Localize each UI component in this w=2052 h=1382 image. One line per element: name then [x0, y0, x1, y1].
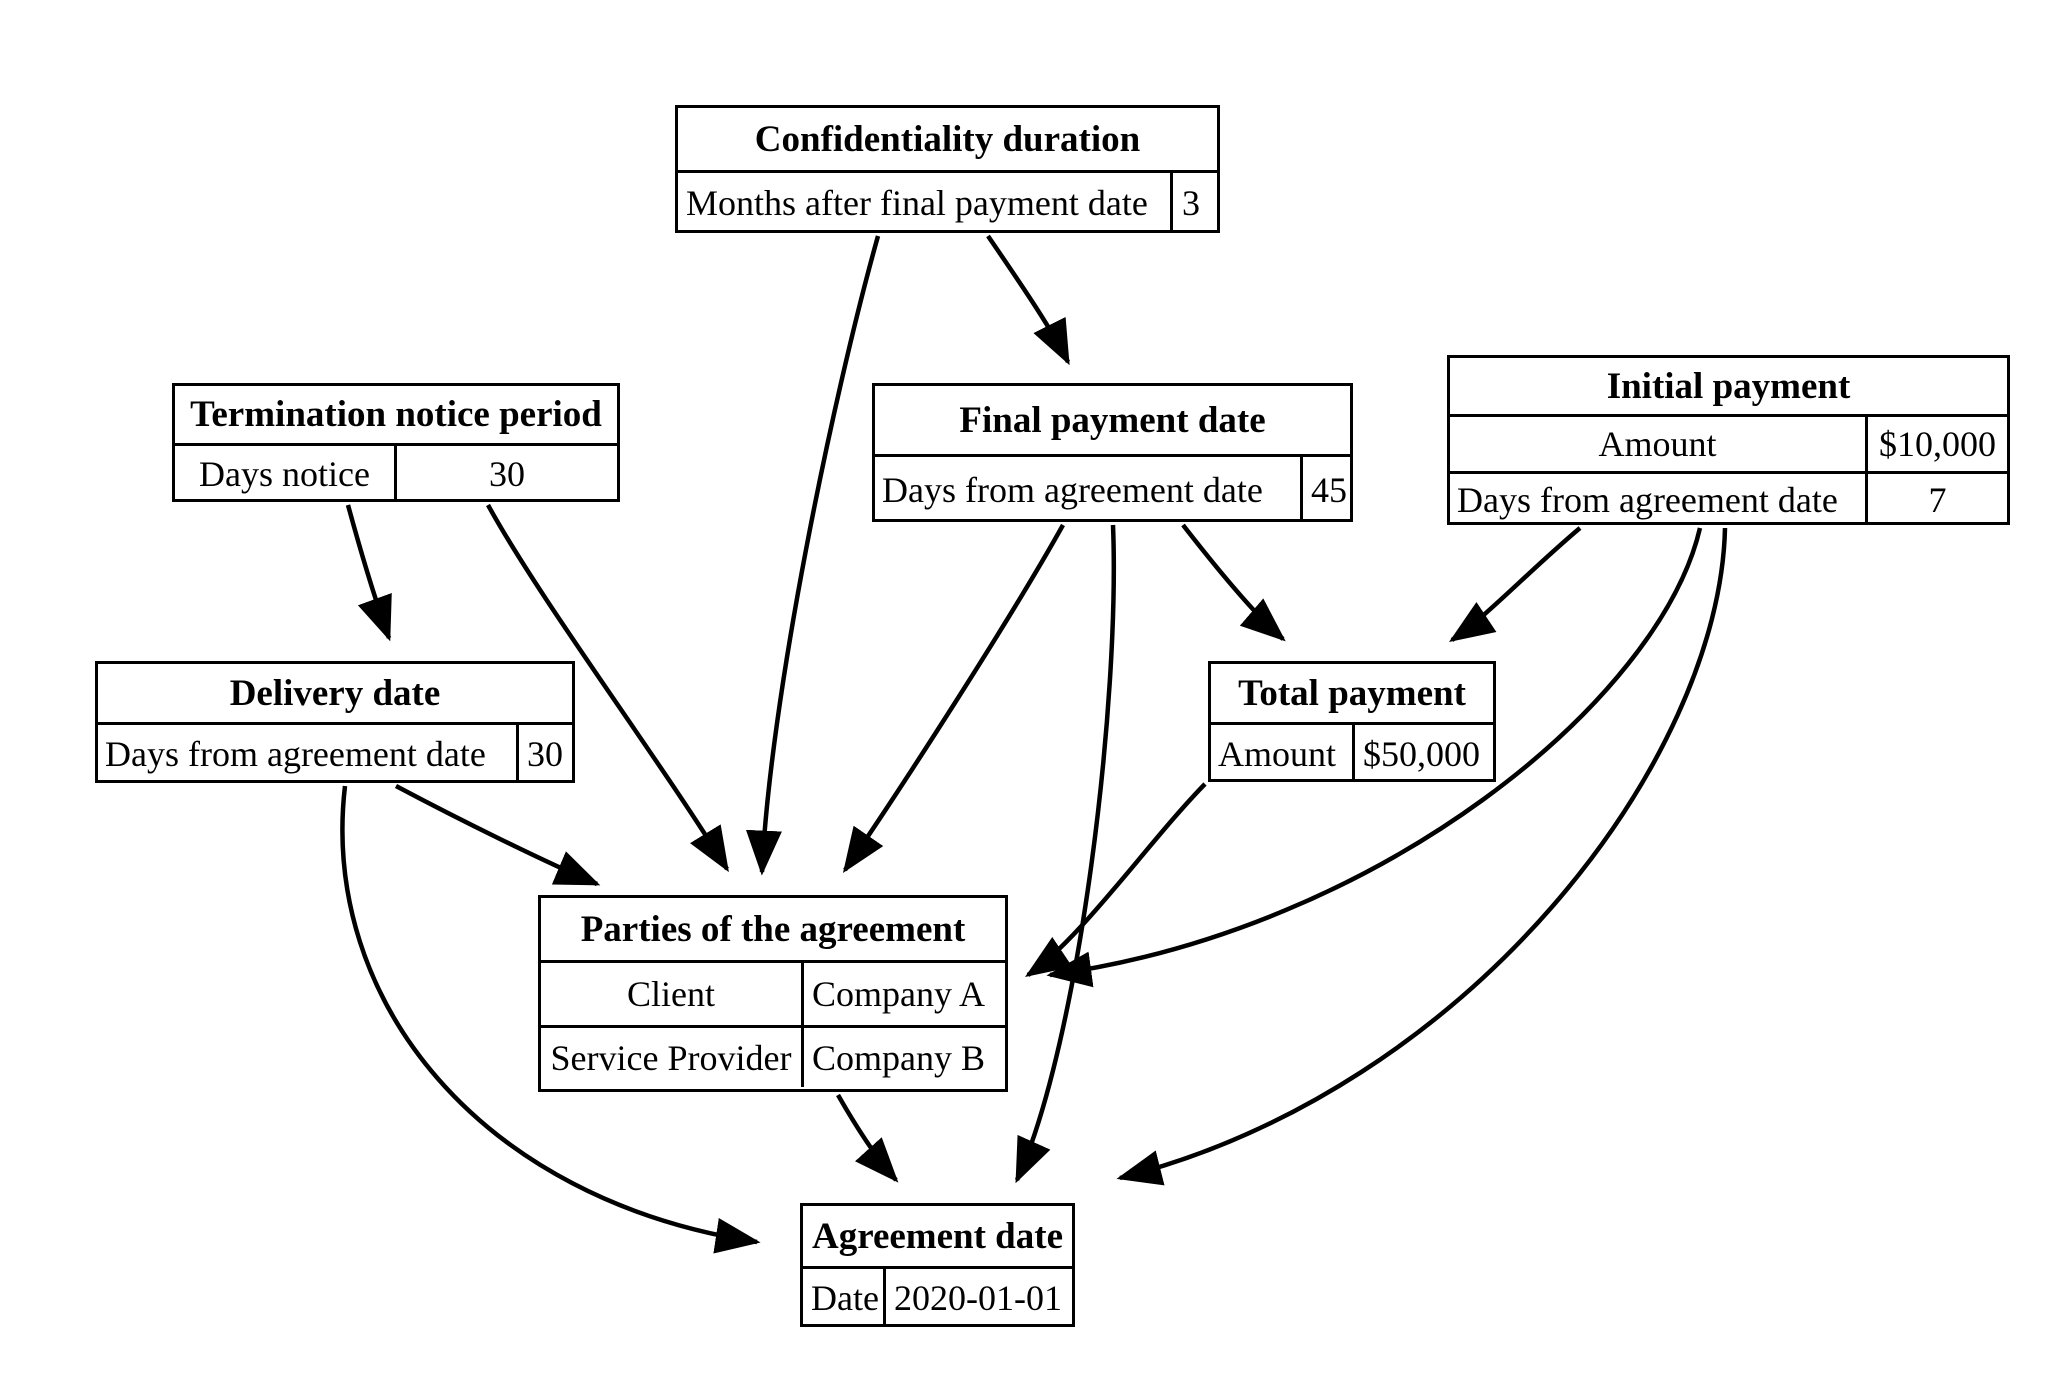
row-key: Client: [541, 963, 804, 1025]
node-rows: Months after final payment date 3: [678, 170, 1217, 233]
node-title: Agreement date: [811, 1215, 1064, 1257]
row-value: 3: [1182, 183, 1200, 223]
node-final-payment-date[interactable]: Final payment date Days from agreement d…: [872, 383, 1353, 522]
table-row: Amount $50,000: [1211, 725, 1493, 782]
table-row: Client Company A: [541, 963, 1005, 1025]
node-rows: Amount $50,000: [1211, 722, 1493, 782]
row-key: Days from agreement date: [1450, 474, 1868, 525]
table-row: Days from agreement date 45: [875, 457, 1350, 522]
edge-confidentiality-to-final-payment: [986, 234, 1071, 366]
node-title: Termination notice period: [190, 394, 602, 435]
row-value: 2020-01-01: [894, 1278, 1062, 1318]
row-value: 7: [1928, 479, 1947, 520]
row-key: Days from agreement date: [875, 457, 1303, 522]
table-row: Days from agreement date 7: [1450, 471, 2007, 525]
edge-confidentiality-to-parties: [745, 235, 881, 876]
edge-final-payment-to-parties: [842, 523, 1065, 873]
table-row: Days notice 30: [175, 446, 617, 502]
row-key: Days notice: [175, 446, 397, 502]
node-termination-notice-period[interactable]: Termination notice period Days notice 30: [172, 383, 620, 502]
edge-parties-to-agreement-date: [836, 1093, 899, 1183]
node-rows: Client Company A Service Provider Compan…: [541, 960, 1005, 1087]
row-value: 30: [527, 734, 563, 774]
edge-final-payment-to-agreement-date: [1014, 524, 1117, 1184]
row-value: 45: [1311, 469, 1347, 510]
table-row: Amount $10,000: [1450, 417, 2007, 471]
row-key: Amount: [1450, 417, 1868, 471]
table-row: Months after final payment date 3: [678, 173, 1217, 233]
edge-final-payment-to-total-payment: [1181, 523, 1286, 642]
table-row: Service Provider Company B: [541, 1025, 1005, 1087]
node-title: Parties of the agreement: [580, 908, 966, 950]
node-parties-of-the-agreement[interactable]: Parties of the agreement Client Company …: [538, 895, 1008, 1092]
node-title: Final payment date: [959, 399, 1266, 441]
edge-initial-payment-to-total-payment: [1449, 526, 1582, 642]
node-total-payment[interactable]: Total payment Amount $50,000: [1208, 661, 1496, 782]
node-delivery-date[interactable]: Delivery date Days from agreement date 3…: [95, 661, 575, 783]
table-row: Date 2020-01-01: [803, 1269, 1072, 1327]
edge-initial-payment-to-agreement-date: [1116, 527, 1728, 1186]
edge-termination-to-delivery: [345, 504, 392, 642]
node-rows: Days from agreement date 45: [875, 454, 1350, 522]
row-value: Company B: [812, 1037, 986, 1078]
node-title: Confidentiality duration: [754, 118, 1141, 160]
node-agreement-date[interactable]: Agreement date Date 2020-01-01: [800, 1203, 1075, 1327]
row-key: Amount: [1211, 725, 1355, 782]
table-row: Days from agreement date 30: [98, 725, 572, 783]
node-rows: Amount $10,000 Days from agreement date …: [1450, 414, 2007, 525]
row-value: $10,000: [1879, 424, 1996, 464]
row-value: $50,000: [1363, 733, 1480, 774]
row-value: Company A: [812, 974, 986, 1014]
row-key: Service Provider: [541, 1028, 804, 1087]
node-rows: Days notice 30: [175, 443, 617, 502]
row-key: Months after final payment date: [678, 173, 1173, 233]
edge-total-payment-to-parties: [1025, 782, 1207, 978]
node-initial-payment[interactable]: Initial payment Amount $10,000 Days from…: [1447, 355, 2010, 525]
row-key: Days from agreement date: [98, 725, 519, 783]
row-value: 30: [489, 454, 525, 494]
node-title: Total payment: [1238, 672, 1466, 714]
node-confidentiality-duration[interactable]: Confidentiality duration Months after fi…: [675, 105, 1220, 233]
node-rows: Days from agreement date 30: [98, 722, 572, 783]
node-rows: Date 2020-01-01: [803, 1266, 1072, 1327]
node-title: Delivery date: [229, 672, 441, 714]
node-title: Initial payment: [1606, 365, 1851, 407]
row-key: Date: [803, 1269, 886, 1327]
edge-delivery-to-parties: [394, 784, 601, 887]
